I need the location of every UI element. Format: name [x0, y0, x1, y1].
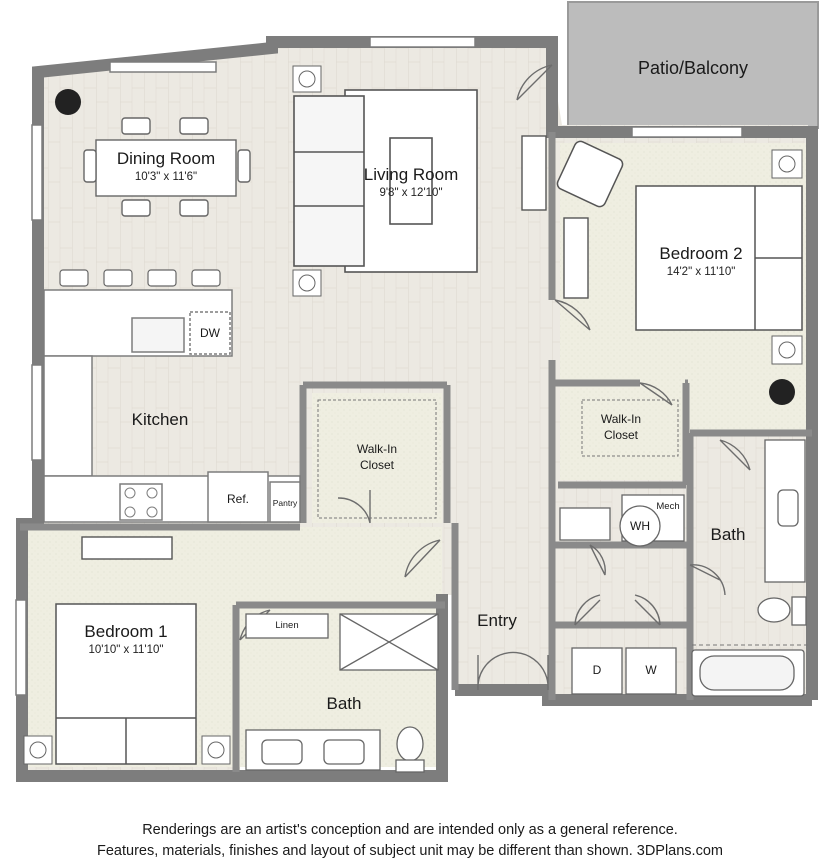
toilet-bath1	[396, 726, 424, 762]
room-size-bedroom1: 10'10" x 11'10"	[88, 644, 164, 656]
range	[119, 483, 163, 521]
window	[109, 61, 217, 73]
room-label-bath2: Bath	[710, 525, 746, 544]
window	[631, 126, 743, 138]
plant-icon	[55, 89, 81, 115]
fixture-label-dw: DW	[200, 326, 220, 340]
floor-carpet-walkin1	[312, 393, 442, 523]
pantry-box	[269, 481, 301, 523]
dryer-box	[571, 647, 623, 695]
room-label-bedroom2: Bedroom 2	[659, 244, 743, 263]
room-label-dining: Dining Room	[116, 149, 216, 168]
room-label-walkin1-l1: Walk-In	[356, 442, 398, 456]
refrigerator-box	[207, 471, 269, 523]
plant-icon	[769, 379, 795, 405]
window	[31, 124, 43, 221]
room-label-walkin1-l2: Closet	[359, 458, 394, 472]
disclaimer-line-2: Features, materials, finishes and layout…	[97, 843, 723, 859]
patio-area	[567, 1, 819, 129]
tv-stand-bed1	[81, 536, 173, 560]
fixture-label-dryer: D	[592, 663, 602, 677]
tv-stand-living	[521, 135, 547, 211]
dining-table	[95, 139, 237, 197]
linen-box	[245, 613, 329, 639]
room-label-walkin2-l2: Closet	[603, 428, 638, 442]
fixture-label-wh: WH	[630, 519, 650, 533]
room-label-bath1: Bath	[326, 694, 362, 713]
sofa	[293, 95, 365, 267]
floor-plan	[15, 1, 819, 782]
armchair	[556, 140, 624, 208]
disclaimer: Renderings are an artist's conception an…	[0, 820, 820, 862]
water-heater	[619, 505, 661, 547]
room-size-bedroom2: 14'2" x 11'10"	[666, 266, 736, 278]
dishwasher-box	[189, 311, 231, 355]
tv-stand-bed2	[563, 217, 589, 299]
fixture-label-ref: Ref.	[226, 492, 249, 506]
toilet-bath2	[757, 597, 791, 623]
washer-box	[625, 647, 677, 695]
floor-carpet-walkin2	[560, 395, 684, 480]
room-label-patio: Patio/Balcony	[637, 58, 749, 78]
room-size-living: 9'8" x 12'10"	[379, 187, 443, 199]
room-label-kitchen: Kitchen	[131, 410, 189, 429]
fixture-label-washer: W	[645, 663, 657, 677]
fixture-label-linen: Linen	[275, 620, 299, 631]
sink	[131, 317, 185, 353]
room-label-bedroom1: Bedroom 1	[84, 622, 168, 641]
window	[369, 36, 476, 48]
room-label-living: Living Room	[363, 165, 459, 184]
room-label-walkin2-l1: Walk-In	[600, 412, 642, 426]
room-label-entry: Entry	[477, 611, 517, 630]
window	[15, 599, 27, 696]
coffee-table	[389, 137, 433, 225]
window	[31, 364, 43, 461]
room-size-dining: 10'3" x 11'6"	[134, 171, 198, 183]
fixture-label-pantry: Pantry	[272, 498, 298, 508]
disclaimer-line-1: Renderings are an artist's conception an…	[142, 822, 678, 838]
fixture-label-mech: Mech	[656, 501, 680, 512]
